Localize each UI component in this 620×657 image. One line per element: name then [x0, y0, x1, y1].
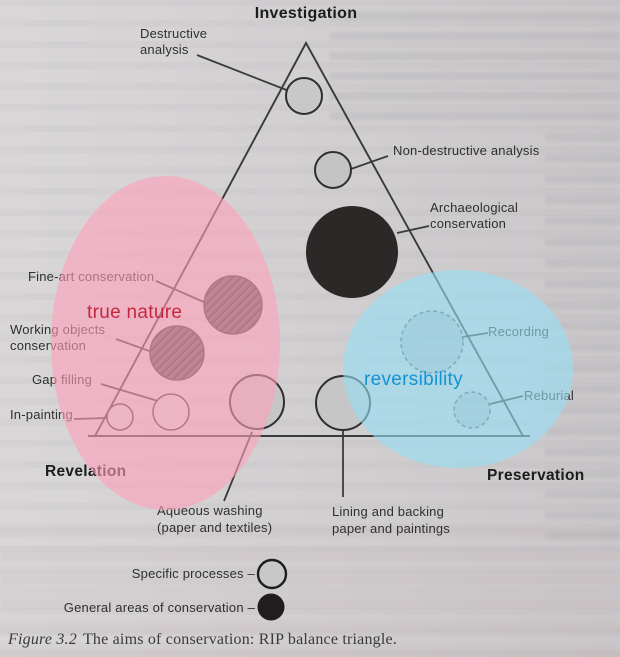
label-non-destructive-analysis: Non-destructive analysis [393, 143, 540, 158]
vertex-label-preservation: Preservation [487, 467, 585, 484]
figure-caption: Figure 3.2 The aims of conservation: RIP … [8, 631, 608, 649]
vertex-label-revelation: Revelation [45, 463, 127, 480]
label-reburial: Reburial [524, 388, 575, 403]
archaeological-conservation-circle [306, 206, 398, 298]
label-lining-backing: Lining and backing paper and paintings [332, 504, 451, 536]
figure-caption-number: Figure 3.2 [8, 631, 77, 648]
label-aqueous-washing: Aqueous washing (paper and textiles) [157, 503, 273, 535]
reburial-circle [453, 391, 491, 429]
recording-circle [400, 310, 464, 374]
in-painting-circle [106, 403, 134, 431]
leader-reburial [489, 395, 524, 405]
region-label-reversibility: reversibility [364, 369, 463, 390]
destructive-analysis-circle [285, 77, 323, 115]
leader-non-destructive-analysis [350, 155, 389, 170]
gap-filling-circle [152, 393, 190, 431]
legend-specific-processes-swatch [256, 558, 288, 590]
leader-aqueous-washing [223, 431, 253, 502]
lining-backing-circle [315, 375, 371, 431]
label-archaeological-conservation: Archaeological conservation [430, 200, 519, 231]
leader-archaeological-conservation [396, 225, 430, 234]
label-destructive-analysis: Destructive analysis [140, 26, 208, 57]
leader-fine-art-conservation [155, 280, 207, 304]
legend-label-specific-processes: Specific processes – [131, 566, 255, 581]
label-recording: Recording [488, 324, 550, 339]
legend-label-general-areas: General areas of conservation – [63, 600, 255, 615]
leader-gap-filling [100, 383, 159, 402]
fine-art-conservation-circle [203, 275, 263, 335]
legend-general-areas-swatch [257, 593, 285, 621]
label-in-painting: In-painting [10, 407, 73, 422]
label-working-objects-conservation: Working objects conservation [10, 322, 106, 353]
label-gap-filling: Gap filling [32, 372, 93, 387]
non-destructive-analysis-circle [314, 151, 352, 189]
aqueous-washing-circle [229, 374, 285, 430]
leader-destructive-analysis [196, 54, 290, 92]
figure-caption-text: The aims of conservation: RIP balance tr… [82, 631, 397, 648]
region-label-true-nature: true nature [87, 302, 183, 323]
working-objects-conservation-circle [149, 325, 205, 381]
leader-in-painting [73, 417, 108, 420]
vertex-label-investigation: Investigation [254, 5, 358, 22]
label-fine-art-conservation: Fine-art conservation [28, 269, 155, 284]
